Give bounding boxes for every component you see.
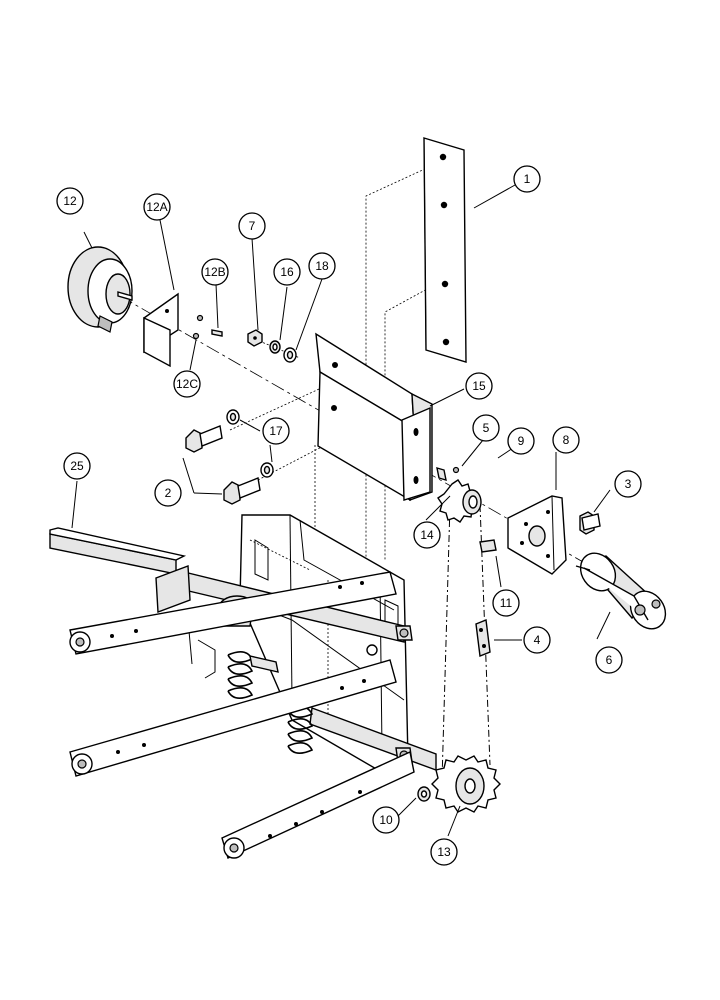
svg-text:13: 13	[437, 845, 451, 859]
callout-14: 14	[413, 521, 441, 549]
callout-12a: 12A	[143, 193, 171, 221]
callout-8: 8	[552, 426, 580, 454]
svg-text:12A: 12A	[146, 200, 167, 214]
part-11-screw	[479, 539, 497, 553]
part-18-flat-washer	[283, 347, 297, 363]
svg-text:12C: 12C	[176, 377, 198, 391]
callout-12b: 12B	[201, 258, 229, 286]
svg-text:8: 8	[563, 433, 570, 447]
callout-25: 25	[63, 452, 91, 480]
callout-12: 12	[56, 187, 84, 215]
part-10-nut	[417, 786, 431, 802]
callout-3: 3	[614, 470, 642, 498]
svg-text:5: 5	[483, 421, 490, 435]
callout-7: 7	[238, 212, 266, 240]
part-14-drive-sprocket	[437, 479, 482, 523]
callout-17: 17	[262, 417, 290, 445]
part-12-indicator-dial	[67, 246, 133, 333]
callout-12c: 12C	[173, 370, 201, 398]
callout-15: 15	[465, 372, 493, 400]
svg-text:15: 15	[472, 379, 486, 393]
svg-text:10: 10	[379, 813, 393, 827]
callout-10: 10	[372, 806, 400, 834]
svg-text:7: 7	[249, 219, 256, 233]
svg-text:1: 1	[524, 172, 531, 186]
part-12b-screw	[211, 329, 223, 337]
callout-11: 11	[492, 589, 520, 617]
callout-13: 13	[430, 838, 458, 866]
callout-1: 1	[513, 165, 541, 193]
callout-6: 6	[595, 646, 623, 674]
svg-text:12: 12	[63, 194, 77, 208]
svg-text:4: 4	[534, 633, 541, 647]
callout-5: 5	[472, 414, 500, 442]
part-12c-washer	[192, 314, 204, 340]
part-15-angle-bracket	[315, 332, 433, 502]
svg-text:17: 17	[269, 424, 283, 438]
svg-text:6: 6	[606, 653, 613, 667]
part-17-washers	[226, 409, 274, 478]
svg-text:2: 2	[165, 486, 172, 500]
svg-text:12B: 12B	[204, 265, 225, 279]
part-4-connecting-link	[475, 619, 491, 657]
part-3-bolt	[579, 511, 601, 535]
svg-text:25: 25	[70, 459, 84, 473]
svg-text:18: 18	[315, 259, 329, 273]
callout-4: 4	[523, 626, 551, 654]
leader-lines	[71, 184, 611, 837]
part-1-mounting-plate	[423, 137, 467, 363]
svg-text:9: 9	[518, 434, 525, 448]
callout-9: 9	[507, 427, 535, 455]
part-7-nut	[247, 329, 263, 347]
part-2-bolts	[185, 425, 261, 505]
callout-18: 18	[308, 252, 336, 280]
part-12a-dial-bracket	[143, 292, 179, 368]
part-16-lock-washer	[269, 340, 281, 354]
linkage-arms	[69, 571, 415, 859]
part-13-driven-sprocket	[431, 755, 501, 813]
callout-2: 2	[154, 479, 182, 507]
svg-text:3: 3	[625, 477, 632, 491]
part-6-motor	[575, 552, 667, 630]
part-9-set-screw	[452, 466, 460, 474]
part-25-square-shaft	[49, 527, 191, 613]
svg-text:14: 14	[420, 528, 434, 542]
svg-text:16: 16	[280, 265, 294, 279]
part-5-key	[436, 467, 447, 481]
callout-16: 16	[273, 258, 301, 286]
svg-text:11: 11	[500, 596, 513, 610]
part-8-motor-mount-plate	[507, 495, 567, 575]
